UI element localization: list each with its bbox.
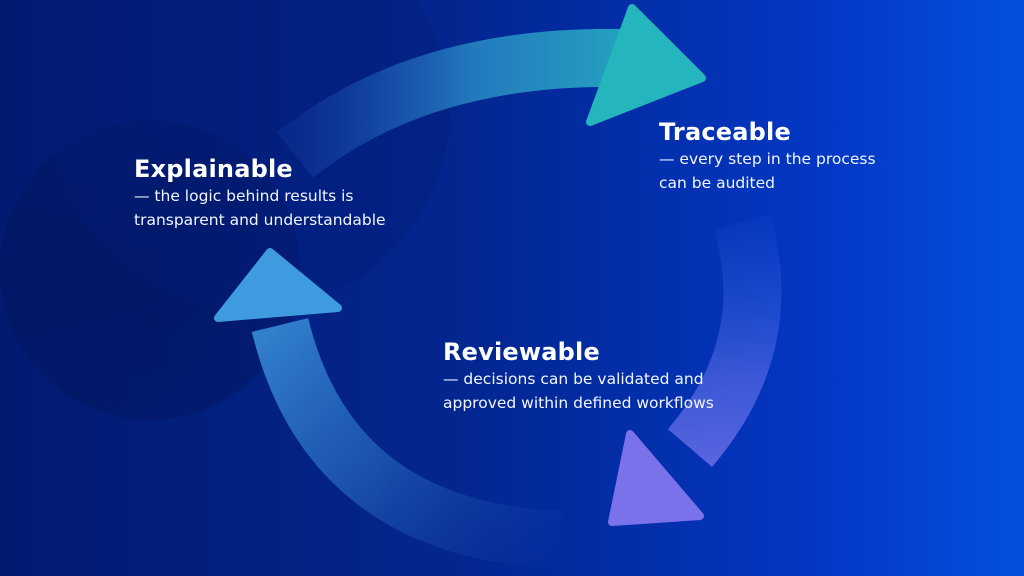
step-traceable: Traceable — every step in the process ca…: [659, 117, 959, 195]
step-title-traceable: Traceable: [659, 118, 791, 146]
arrow-arc-top: [276, 28, 621, 178]
step-explainable: Explainable — the logic behind results i…: [134, 154, 464, 232]
background-circle-top: [50, 0, 450, 310]
step-description-explainable-line1: — the logic behind results is: [134, 187, 354, 205]
step-title-explainable: Explainable: [134, 155, 293, 183]
background-circle-left: [0, 120, 300, 420]
step-description-explainable-line2: transparent and understandable: [134, 211, 386, 229]
arrow-arc-left: [251, 317, 562, 569]
step-title-reviewable: Reviewable: [443, 338, 600, 366]
arrow-head-right-icon: [608, 430, 704, 526]
arrow-head-left-icon: [214, 248, 342, 322]
step-description-reviewable-line2: approved within defined workflows: [443, 394, 714, 412]
arrow-head-top-icon: [586, 4, 706, 126]
step-reviewable: Reviewable — decisions can be validated …: [443, 337, 783, 415]
step-description-traceable-line2: can be audited: [659, 174, 775, 192]
step-description-traceable-line1: — every step in the process: [659, 150, 876, 168]
step-description-reviewable-line1: — decisions can be validated and: [443, 370, 704, 388]
arrow-arc-right: [667, 213, 782, 467]
